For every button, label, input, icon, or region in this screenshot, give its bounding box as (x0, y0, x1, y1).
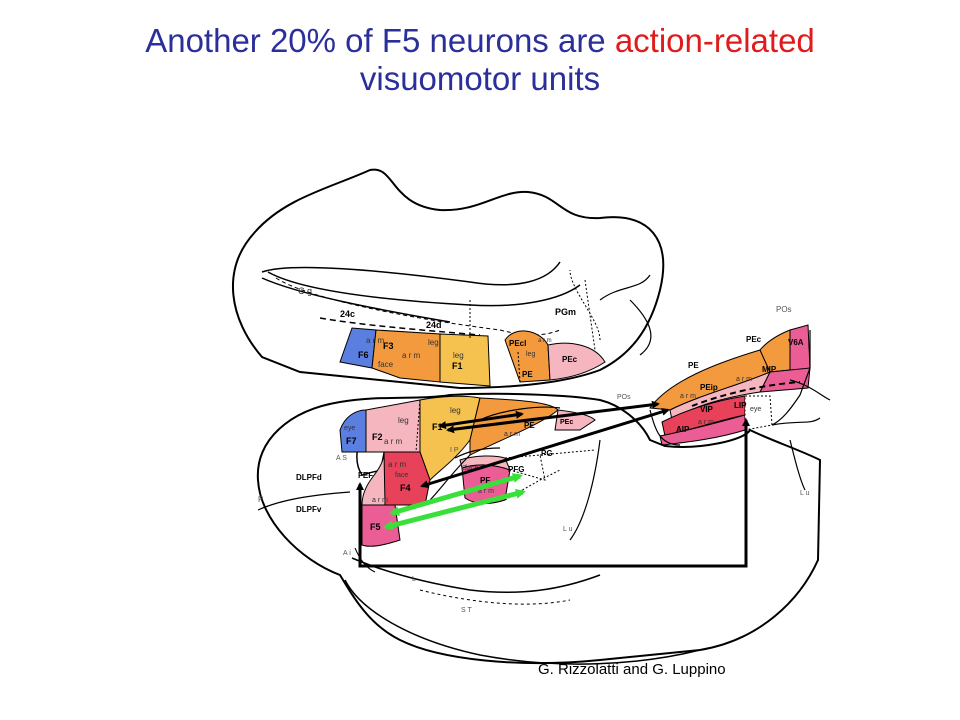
label-ai: A i (343, 550, 351, 557)
area-f6-medial (339, 327, 377, 369)
area-pec-medial (547, 342, 606, 381)
sylvian-fissure (351, 557, 601, 594)
label-as: A S (336, 455, 347, 462)
inset-dashed (691, 381, 801, 407)
label-pe-lat: PE (524, 421, 535, 430)
slide-title: Another 20% of F5 neurons are action-rel… (0, 22, 960, 98)
label-pgm: PGm (555, 307, 576, 317)
area-v6a (789, 324, 811, 373)
label-f4: F4 (400, 483, 411, 493)
medial-outline (232, 168, 665, 390)
title-part1: Another 20% of F5 neurons are (145, 22, 606, 59)
cg-dashed (275, 277, 561, 336)
label-24c: 24c (340, 309, 355, 319)
label-leg2: leg (453, 351, 464, 360)
label-arm2: a r m (402, 351, 421, 360)
label-eye-f7: eye (344, 425, 355, 432)
label-arm-r1: a r m (736, 376, 752, 383)
label-pos-top: POs (776, 305, 792, 314)
ai-sulcus (354, 547, 376, 573)
label-p: P (258, 495, 263, 504)
connection-arrows (356, 400, 750, 568)
label-f3: F3 (383, 341, 394, 351)
label-face1: face (378, 360, 394, 369)
cingulate-sulcus (267, 271, 581, 307)
label-arm-r2: a r m (680, 393, 696, 400)
label-arm-pecl: a r m (538, 338, 552, 344)
label-cg: C g (298, 286, 312, 296)
label-l: L (412, 576, 416, 583)
label-fef: FEF (358, 471, 373, 480)
lunate-sulcus (569, 439, 601, 541)
label-arm-lat2: a r m (504, 431, 520, 438)
24-dashed (319, 317, 481, 336)
title-line2: visuomotor units (359, 60, 601, 97)
label-f1-medial: F1 (452, 361, 463, 371)
label-leg-pecl: leg (526, 351, 535, 358)
label-pg: PG (541, 449, 553, 458)
label-lu-right: L u (800, 490, 810, 497)
label-face-f4: face (395, 472, 408, 479)
label-pec-medial: PEc (562, 355, 578, 364)
label-lip: LIP (734, 401, 747, 410)
label-pos-lat: POs (617, 394, 631, 401)
label-f5: F5 (370, 522, 381, 532)
arrow-aip-f5 (383, 488, 526, 531)
sts-sulcus (419, 589, 571, 605)
label-vip: VIP (700, 405, 714, 414)
label-pecl: PEcl (509, 339, 526, 348)
label-pec-lat: PEc (560, 419, 573, 426)
credit-text: G. Rizzolatti and G. Luppino (538, 661, 726, 678)
label-leg1: leg (428, 338, 439, 347)
label-pe-right: PE (688, 361, 699, 370)
parietal-inset: POs PEc V6A PE MIP a r m PEip a r m VIP … (649, 305, 831, 446)
label-arm-f5: a r m (372, 497, 388, 504)
label-v6a: V6A (788, 338, 804, 347)
label-dlpfv: DLPFv (296, 505, 322, 514)
label-pfg: PFG (508, 465, 524, 474)
label-leg-lat: leg (398, 416, 409, 425)
label-arm-f4: a r m (388, 460, 407, 469)
label-arm-r3: a r m (698, 419, 714, 426)
label-arm-lat1: a r m (384, 437, 403, 446)
principal-sulcus (257, 491, 351, 511)
label-f7: F7 (346, 436, 357, 446)
label-st: S T (461, 607, 472, 614)
temporal-lobe (344, 579, 701, 665)
area-lip (744, 395, 773, 431)
label-f6: F6 (358, 350, 369, 360)
area-f1-medial (439, 333, 491, 387)
medial-view: C g 24c 24d PGm PEcl PEc PE F6 F3 F1 a r… (232, 168, 665, 390)
title-highlight: action-related (614, 22, 815, 59)
label-dlpfd: DLPFd (296, 473, 322, 482)
label-arm1: a r m (366, 336, 385, 345)
label-leg-lat2: leg (450, 406, 461, 415)
label-24d: 24d (426, 320, 442, 330)
label-pec-right: PEc (746, 335, 762, 344)
label-peip: PEip (700, 383, 718, 392)
label-eye-r: eye (750, 406, 761, 413)
arrow-lip-fef (356, 418, 750, 568)
lateral-view: leg leg F1 PE PEc a r m a r m eye F7 F2 … (256, 392, 822, 665)
label-mip: MIP (762, 365, 777, 374)
label-aip: AIP (676, 425, 690, 434)
label-lu-lat: L u (563, 526, 573, 533)
label-f2: F2 (372, 432, 383, 442)
label-ip: I P (450, 447, 459, 454)
medial-sulcus-right (599, 274, 652, 356)
label-pe-medial: PE (522, 370, 533, 379)
lunate-right (789, 439, 806, 491)
